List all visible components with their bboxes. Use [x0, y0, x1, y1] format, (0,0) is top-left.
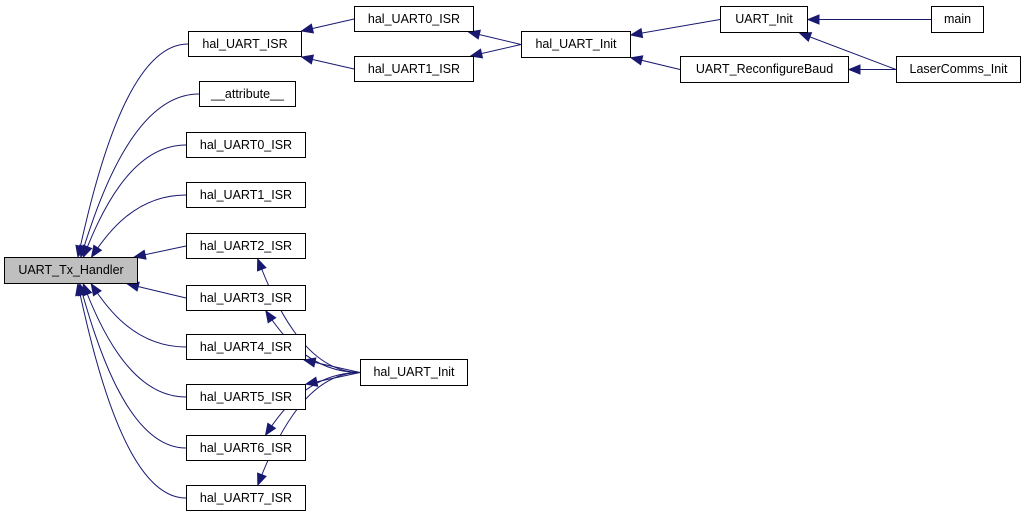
arrowhead-hal_uart_init_lower-to-hal_uart6_isr — [264, 422, 277, 437]
arrowhead-hal_uart2_isr-to-uart_tx_handler — [133, 249, 147, 260]
edge-hal_uart4_isr-to-uart_tx_handler — [90, 283, 187, 348]
edge-hal_uart_init_lower-to-hal_uart7_isr — [257, 372, 361, 486]
edge-hal_uart1_isr-to-uart_tx_handler — [91, 194, 187, 258]
arrowhead-hal_uart_init_lower-to-hal_uart4_isr — [302, 357, 317, 368]
node-hal-uart6-isr[interactable]: hal_UART6_ISR — [186, 435, 306, 461]
edge-hal_uart6_isr-to-uart_tx_handler — [79, 283, 187, 449]
node-uart-init[interactable]: UART_Init — [720, 6, 808, 33]
edge-uart_init-to-hal_uart_init_top — [630, 19, 721, 36]
edge-attribute-to-uart_tx_handler — [80, 93, 200, 258]
arrowhead-hal_uart1_isr_top-to-hal_uart_isr — [300, 54, 315, 65]
edge-hal_uart_isr-to-uart_tx_handler — [77, 43, 189, 258]
edge-hal_uart5_isr-to-uart_tx_handler — [82, 283, 187, 398]
node-uart-reconfigure-baud[interactable]: UART_ReconfigureBaud — [680, 56, 849, 83]
edge-lasercomms_init-to-uart_init — [799, 32, 897, 70]
node-hal-uart2-isr[interactable]: hal_UART2_ISR — [186, 233, 306, 259]
arrowhead-main-to-uart_init — [806, 14, 820, 25]
arrowhead-hal_uart0_isr_top-to-hal_uart_isr — [300, 23, 315, 34]
node-hal-uart-init-lower[interactable]: hal_UART_Init — [360, 359, 468, 386]
node-lasercomms-init[interactable]: LaserComms_Init — [896, 56, 1021, 83]
arrowhead-lasercomms_init-to-uart_reconfigure_baud — [847, 64, 861, 75]
arrowhead-uart_init-to-hal_uart_init_top — [629, 27, 644, 39]
node-hal-uart0-isr-top[interactable]: hal_UART0_ISR — [354, 6, 474, 32]
node-hal-uart1-isr-top[interactable]: hal_UART1_ISR — [354, 56, 474, 82]
node-hal-uart5-isr[interactable]: hal_UART5_ISR — [186, 384, 306, 410]
edge-hal_uart0_isr-to-uart_tx_handler — [82, 144, 187, 258]
arrowhead-hal_uart4_isr-to-uart_tx_handler — [90, 282, 102, 297]
node-hal-uart3-isr[interactable]: hal_UART3_ISR — [186, 285, 306, 311]
node-hal-uart1-isr[interactable]: hal_UART1_ISR — [186, 182, 306, 208]
node-hal-uart0-isr[interactable]: hal_UART0_ISR — [186, 132, 306, 158]
node-hal-uart7-isr[interactable]: hal_UART7_ISR — [186, 485, 306, 511]
arrowhead-hal_uart1_isr-to-uart_tx_handler — [90, 244, 103, 259]
arrowhead-hal_uart0_isr-to-uart_tx_handler — [82, 244, 93, 259]
arrowhead-hal_uart_init_lower-to-hal_uart2_isr — [256, 257, 267, 272]
node-hal-uart4-isr[interactable]: hal_UART4_ISR — [186, 334, 306, 360]
arrowhead-hal_uart7_isr-to-uart_tx_handler — [75, 282, 86, 297]
edge-hal_uart7_isr-to-uart_tx_handler — [77, 283, 187, 499]
arrowhead-lasercomms_init-to-uart_init — [798, 32, 813, 42]
node-uart-tx-handler: UART_Tx_Handler — [4, 257, 138, 284]
node-hal-uart-init-top[interactable]: hal_UART_Init — [521, 31, 631, 58]
arrowhead-hal_uart_init_top-to-hal_uart1_isr_top — [469, 48, 484, 59]
arrowhead-hal_uart_init_lower-to-hal_uart3_isr — [265, 309, 277, 324]
arrowhead-hal_uart_init_lower-to-hal_uart7_isr — [257, 472, 267, 487]
arrowhead-hal_uart_init_lower-to-hal_uart5_isr — [304, 376, 319, 387]
node-main[interactable]: main — [931, 6, 984, 33]
node-hal-uart-isr[interactable]: hal_UART_ISR — [188, 31, 302, 57]
arrowhead-uart_reconfigure_baud-to-hal_uart_init_top — [629, 55, 644, 66]
node-attribute[interactable]: __attribute__ — [199, 81, 296, 107]
edge-hal_uart_init_lower-to-hal_uart2_isr — [257, 258, 361, 373]
arrowhead-hal_uart_init_top-to-hal_uart0_isr_top — [467, 29, 481, 40]
